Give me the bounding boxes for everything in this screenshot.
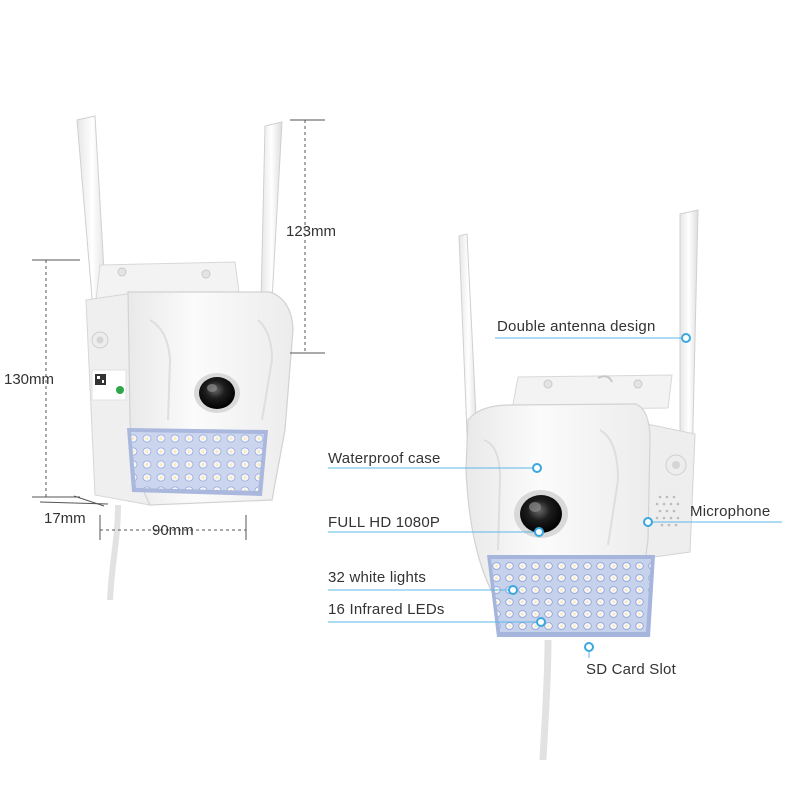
label-infrared-leds: 16 Infrared LEDs: [328, 601, 445, 618]
right-camera: [458, 209, 699, 761]
dimension-antenna-height: 123mm: [286, 223, 337, 240]
label-sd-card-slot: SD Card Slot: [586, 661, 676, 678]
right-cable: [539, 639, 552, 761]
label-waterproof-case: Waterproof case: [328, 450, 441, 467]
callout-dot-antenna: [681, 333, 691, 343]
callout-dot-white-lights: [508, 585, 518, 595]
left-cable: [107, 504, 121, 601]
dimension-body-height: 130mm: [4, 371, 55, 388]
left-camera: [76, 115, 294, 601]
label-double-antenna: Double antenna design: [497, 318, 656, 335]
label-microphone: Microphone: [690, 503, 771, 520]
label-full-hd: FULL HD 1080P: [328, 514, 441, 531]
callout-dot-waterproof: [532, 463, 542, 473]
callout-lines: [328, 333, 782, 658]
dimension-width: 90mm: [152, 522, 194, 539]
callout-dot-microphone: [643, 517, 653, 527]
callout-dot-fullhd: [534, 527, 544, 537]
callout-dot-sd-card: [584, 642, 594, 652]
callout-dot-infrared: [536, 617, 546, 627]
dimension-depth: 17mm: [44, 510, 86, 527]
label-white-lights: 32 white lights: [328, 569, 427, 586]
dimension-lines: [32, 119, 325, 540]
